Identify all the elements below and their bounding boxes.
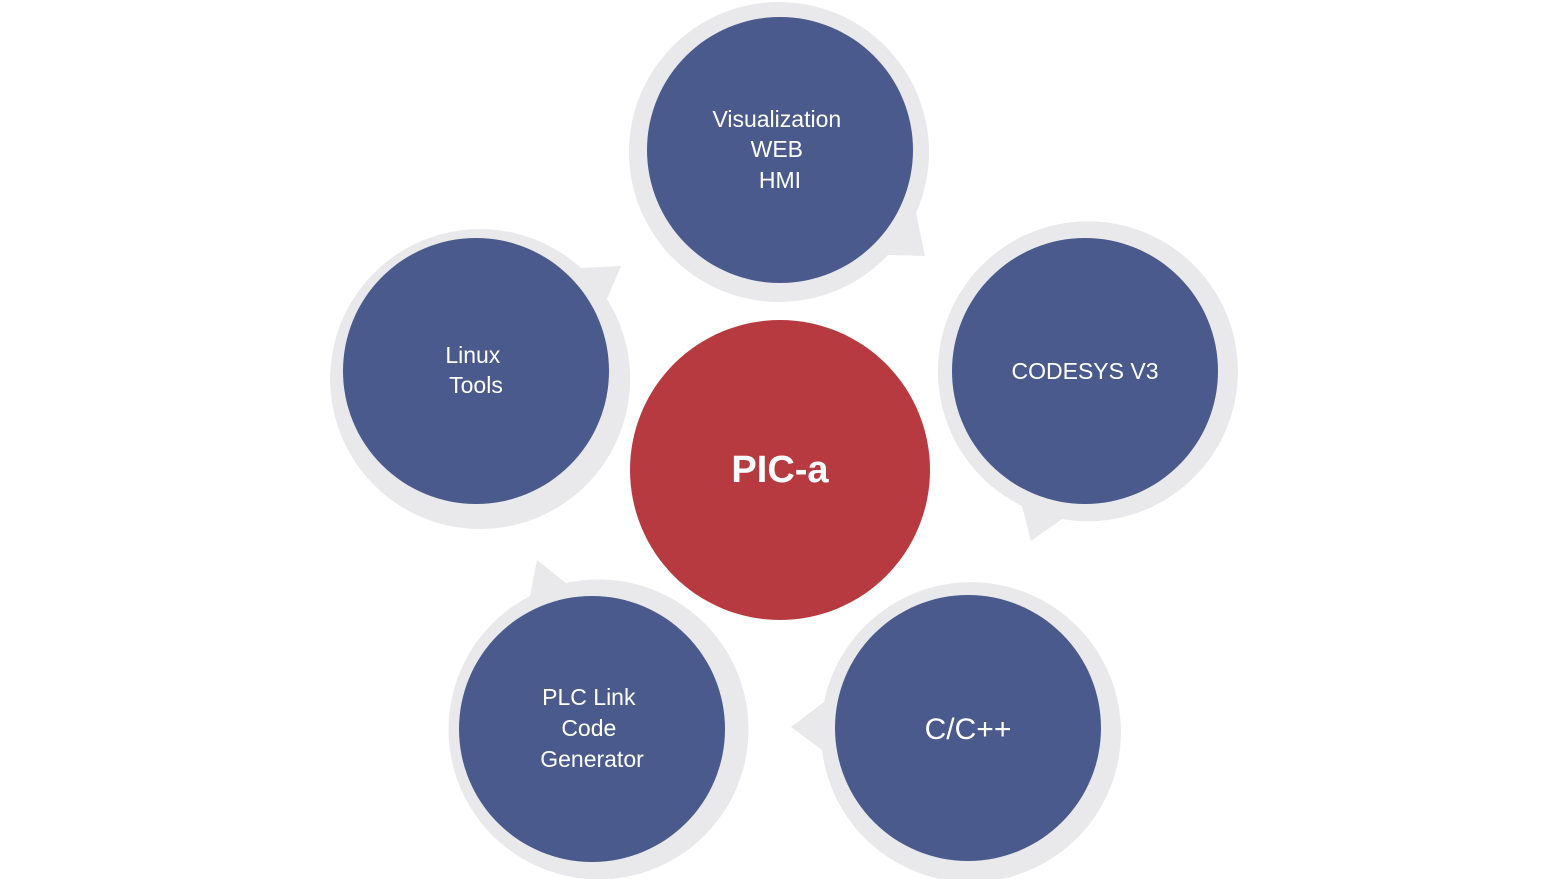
satellite-plc-link-line: Code [561,715,616,741]
satellite-cpp-label: C/C++ [925,713,1012,746]
satellite-linux-circle [343,238,609,504]
satellite-plc-link-circle [459,596,725,862]
satellite-linux: Linux Tools [330,229,631,530]
satellite-visualization: Visualization WEB HMI [628,1,929,302]
satellite-visualization-line: HMI [759,167,801,193]
satellite-plc-link-line: Generator [540,746,644,772]
satellite-cpp: C/C++ [791,582,1121,879]
center-circle [630,320,930,620]
center-node: PIC-a [630,320,930,620]
satellite-codesys-circle [952,238,1218,504]
satellite-plc-link-line: PLC Link [542,684,636,710]
satellite-linux-label: Linux Tools [445,342,506,398]
satellite-codesys-line: CODESYS V3 [1012,358,1159,384]
satellite-plc-link-label: PLC Link Code Generator [540,684,644,772]
satellite-visualization-label: Visualization WEB HMI [712,106,847,193]
satellite-visualization-line: Visualization [712,106,841,132]
satellite-linux-line: Linux [445,342,500,368]
satellite-codesys-label: CODESYS V3 [1012,358,1159,384]
satellite-cpp-line: C/C++ [925,713,1012,746]
satellite-cpp-circle [835,595,1101,861]
satellite-plc-link: PLC Link Code Generator [448,560,749,879]
center-label: PIC-a [731,449,829,491]
satellite-visualization-circle [647,17,913,283]
satellite-visualization-line: WEB [751,136,803,162]
satellite-codesys: CODESYS V3 [937,221,1238,541]
satellite-linux-line: Tools [449,372,503,398]
